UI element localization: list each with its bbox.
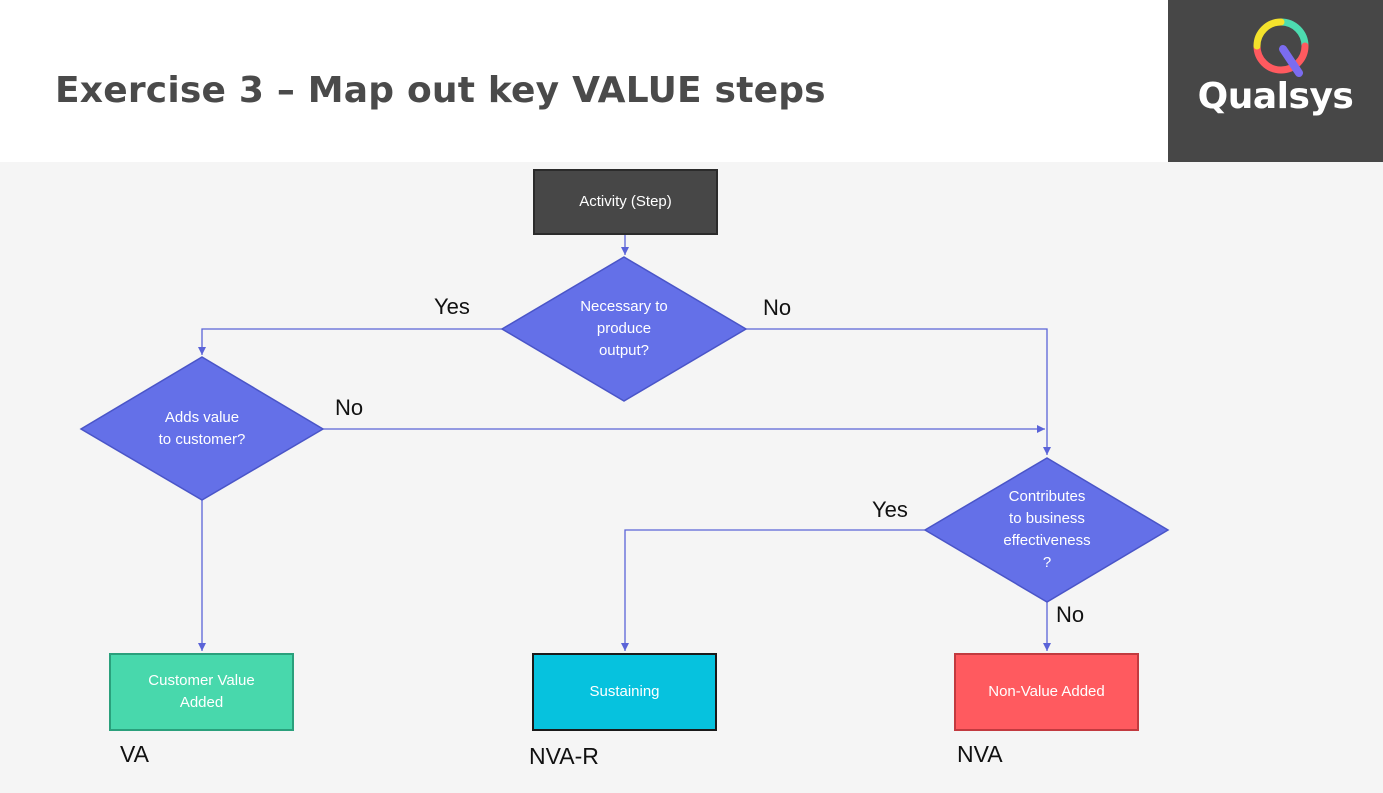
edge-label-necessary-no: No <box>763 295 792 320</box>
non-value-added-label: Non-Value Added <box>988 683 1105 700</box>
decision-adds-value-label: Adds value to customer? <box>158 409 246 448</box>
decision-adds-value-shape <box>79 356 325 501</box>
activity-step-label: Activity (Step) <box>579 193 672 210</box>
activity-step-box: Activity (Step) <box>533 169 718 235</box>
decision-necessary-label: Necessary to produce output? <box>580 298 668 359</box>
decision-contributes-label: Contributes to business effectiveness ? <box>1003 488 1091 571</box>
flow-connectors <box>79 235 1170 651</box>
edge-label-contributes-yes: Yes <box>872 497 908 522</box>
connector-contributes-yes <box>621 529 925 651</box>
sustaining-label: Sustaining <box>589 683 660 700</box>
classification-nva-r: NVA-R <box>529 743 599 769</box>
edge-label-contributes-no: No <box>1056 602 1085 627</box>
sustaining-box: Sustaining <box>532 653 717 731</box>
decision-necessary-shape <box>500 256 748 402</box>
logo: Qualsys <box>1168 0 1383 162</box>
customer-value-added-box: Customer Value Added <box>109 653 294 731</box>
classification-nva: NVA <box>957 741 1003 767</box>
non-value-added-box: Non-Value Added <box>954 653 1139 731</box>
decision-contributes-shape <box>923 457 1170 603</box>
connector-necessary-yes <box>198 328 502 355</box>
diagram-canvas: Activity (Step) Customer Value Added Sus… <box>0 162 1383 793</box>
customer-value-added-label: Customer Value Added <box>148 672 255 711</box>
page-title: Exercise 3 – Map out key VALUE steps <box>55 70 826 111</box>
qualsys-logo-icon <box>1253 18 1309 77</box>
edge-label-adds-value-no: No <box>335 395 364 420</box>
edge-label-necessary-yes: Yes <box>434 294 470 319</box>
connector-necessary-no <box>746 328 1051 455</box>
header: Exercise 3 – Map out key VALUE steps Qua… <box>0 0 1383 162</box>
logo-text: Qualsys <box>1197 76 1354 117</box>
classification-va: VA <box>120 741 149 767</box>
